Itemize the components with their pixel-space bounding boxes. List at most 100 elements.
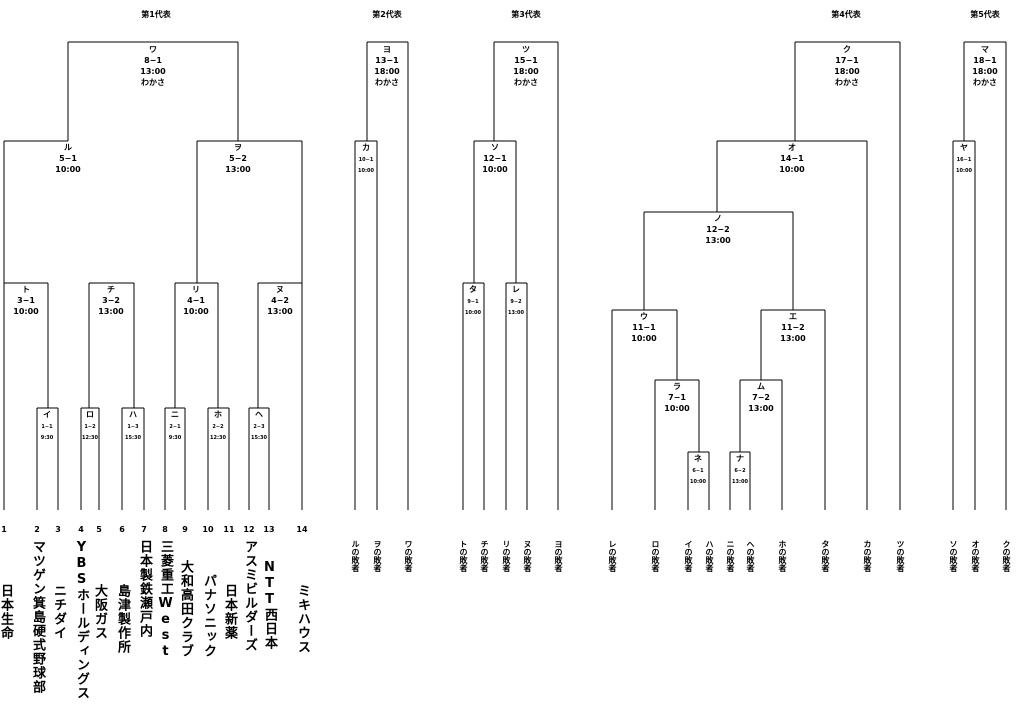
game-ru-label: ル xyxy=(64,143,72,152)
loser-label: ルの敗者 xyxy=(351,540,360,572)
game-wa-label: ワ xyxy=(149,45,157,54)
bracket-lines xyxy=(3,41,1007,510)
game-ra-num: 7−1 xyxy=(668,393,686,402)
team-name: ミキハウス xyxy=(295,584,310,654)
game-nu-num: 4−2 xyxy=(271,296,289,305)
game-yo-label: ヨ xyxy=(383,45,391,54)
team-name: 日本生命 xyxy=(0,584,13,640)
game-na-label: ナ xyxy=(736,454,744,463)
game-so-time: 10:00 xyxy=(482,165,508,174)
game-u-label: ウ xyxy=(640,312,648,321)
game-ne-label: ネ xyxy=(694,453,702,463)
game-tsu-venue: わかさ xyxy=(514,78,538,87)
game-wa-num: 8−1 xyxy=(144,56,162,65)
team-name: NTT西日本 xyxy=(262,560,277,650)
game-mu-num: 7−2 xyxy=(752,393,770,402)
loser-label: レの敗者 xyxy=(608,540,617,572)
game-no-label: ノ xyxy=(714,214,722,223)
game-he-time: 15:30 xyxy=(251,435,267,441)
game-ho-num: 2−2 xyxy=(212,424,224,430)
game-o-num: 14−1 xyxy=(780,154,804,163)
loser-label: ニの敗者 xyxy=(726,540,735,572)
game-ma-venue: わかさ xyxy=(973,78,997,87)
slot-numbers: 1 2 3 4 5 6 7 8 9 10 11 12 13 14 xyxy=(1,525,308,534)
game-re-label: レ xyxy=(512,285,520,294)
loser-label: ハの敗者 xyxy=(705,540,714,572)
loser-label: カの敗者 xyxy=(863,540,872,572)
game-ha-label: ハ xyxy=(129,410,137,419)
game-nu-time: 13:00 xyxy=(267,307,293,316)
game-ya-time: 10:00 xyxy=(956,168,972,174)
game-mu-time: 13:00 xyxy=(748,404,774,413)
slot-number: 5 xyxy=(96,525,102,534)
slot-number: 14 xyxy=(296,525,308,534)
game-ha-time: 15:30 xyxy=(125,435,141,441)
slot-number: 3 xyxy=(55,525,61,534)
game-no-time: 13:00 xyxy=(705,236,731,245)
loser-label: ヨの敗者 xyxy=(554,540,563,572)
game-ta-num: 9−1 xyxy=(467,299,479,305)
game-he-label: ヘ xyxy=(255,410,263,419)
game-ta-time: 10:00 xyxy=(465,310,481,316)
game-u-time: 10:00 xyxy=(631,334,657,343)
loser-label: ソの敗者 xyxy=(949,540,958,572)
game-o-time: 10:00 xyxy=(779,165,805,174)
game-ri-num: 4−1 xyxy=(187,296,205,305)
rep-title-5: 第5代表 xyxy=(970,9,1001,19)
game-to-num: 3−1 xyxy=(17,296,35,305)
game-ku-label: ク xyxy=(843,44,851,54)
game-mu-label: ム xyxy=(757,382,765,391)
loser-label: タの敗者 xyxy=(821,540,830,572)
loser-label: ワの敗者 xyxy=(404,540,413,572)
game-tsu-time: 18:00 xyxy=(513,67,539,76)
loser-label: ヌの敗者 xyxy=(523,540,532,572)
slot-number: 1 xyxy=(1,525,7,534)
rep-title-4: 第4代表 xyxy=(831,9,862,19)
loser-label: ツの敗者 xyxy=(896,540,905,572)
game-chi-label: チ xyxy=(107,285,115,294)
game-wo-time: 13:00 xyxy=(225,165,251,174)
rep-title-1: 第1代表 xyxy=(141,9,172,19)
loser-label: ホの敗者 xyxy=(778,540,787,572)
game-ni-num: 2−1 xyxy=(169,424,181,430)
game-wo-label: ヲ xyxy=(234,143,242,152)
game-u-num: 11−1 xyxy=(632,323,656,332)
team-name: アスミビルダーズ xyxy=(242,540,257,652)
game-wo-num: 5−2 xyxy=(229,154,247,163)
game-ho-time: 12:30 xyxy=(210,435,226,441)
game-ma-time: 18:00 xyxy=(972,67,998,76)
game-ku-num: 17−1 xyxy=(835,56,859,65)
game-wa-venue: わかさ xyxy=(141,78,165,87)
slot-number: 7 xyxy=(141,525,147,534)
slot-number: 11 xyxy=(223,525,235,534)
game-ro-num: 1−2 xyxy=(84,424,96,430)
game-ka-num: 10−1 xyxy=(359,157,374,163)
game-yo-num: 13−1 xyxy=(375,56,399,65)
game-ho-label: ホ xyxy=(214,410,222,419)
rep-title-3: 第3代表 xyxy=(511,9,542,19)
game-ro-label: ロ xyxy=(86,410,94,419)
team-name: 日本製鉄瀬戸内 xyxy=(137,540,152,638)
game-ma-num: 18−1 xyxy=(973,56,997,65)
loser-label: チの敗者 xyxy=(480,540,489,572)
game-na-num: 6−2 xyxy=(734,468,746,474)
team-name: 大和高田クラブ xyxy=(178,560,193,658)
game-ra-time: 10:00 xyxy=(664,404,690,413)
loser-label: オの敗者 xyxy=(971,540,980,572)
team-name: 島津製作所 xyxy=(115,584,130,654)
team-name: 三菱重工West xyxy=(158,540,173,660)
loser-label: ヲの敗者 xyxy=(373,540,382,572)
game-ku-time: 18:00 xyxy=(834,67,860,76)
game-to-label: ト xyxy=(22,285,30,294)
game-he-num: 2−3 xyxy=(253,424,265,430)
game-ku-venue: わかさ xyxy=(835,78,859,87)
game-e-num: 11−2 xyxy=(781,323,804,332)
game-so-num: 12−1 xyxy=(483,154,507,163)
team-name: YBSホールディングス xyxy=(74,540,89,700)
game-ru-num: 5−1 xyxy=(59,154,77,163)
game-chi-time: 13:00 xyxy=(98,307,124,316)
loser-label: ロの敗者 xyxy=(651,540,660,572)
slot-number: 12 xyxy=(243,525,254,534)
game-ni-label: ニ xyxy=(171,410,179,419)
